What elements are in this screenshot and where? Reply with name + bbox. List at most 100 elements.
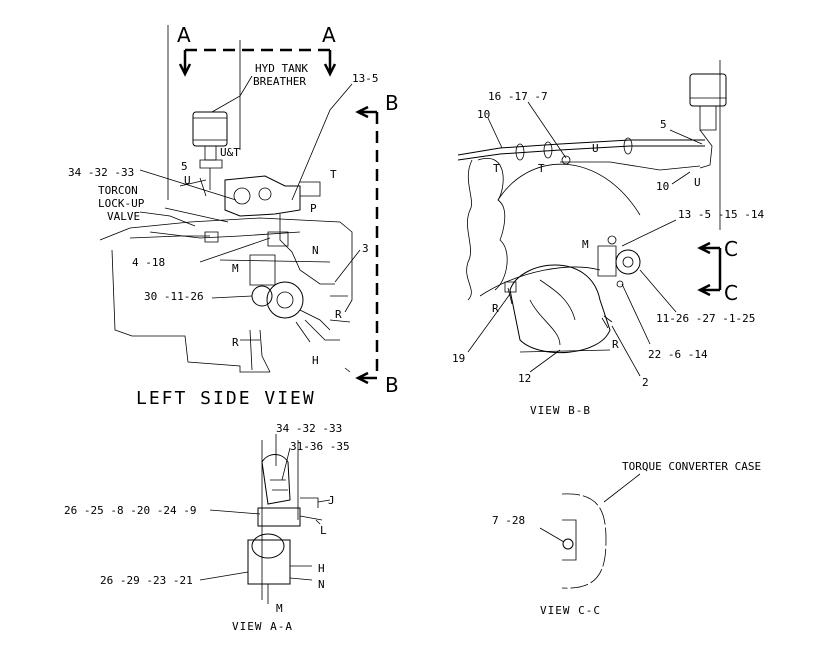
tube-t: [457, 145, 705, 161]
hyd-tank-label: HYD TANK: [255, 62, 308, 75]
ref-13-5-15-14: 13 -5 -15 -14: [678, 208, 764, 221]
valve-label: VALVE: [107, 210, 140, 223]
pump-housing: [251, 533, 285, 559]
leader-line: [179, 179, 207, 187]
line-tube: [129, 231, 219, 243]
label-m: M: [276, 602, 283, 615]
ref-5: 5: [660, 118, 667, 131]
leader-line: [621, 219, 677, 247]
label-r: R: [232, 336, 239, 349]
leader-line: [211, 295, 253, 299]
valve-port: [233, 187, 251, 205]
hose: [240, 329, 260, 371]
torcon-valve-body: [224, 175, 301, 217]
label-h: H: [318, 562, 325, 575]
section-b-top-mark: B: [385, 91, 399, 115]
view-cc-title: VIEW C-C: [540, 604, 601, 617]
ref-12: 12: [518, 372, 531, 385]
torque-converter-housing: [509, 264, 611, 354]
leader-line: [487, 117, 503, 149]
converter-case-outline: [561, 493, 607, 589]
valve-port: [258, 187, 272, 201]
leader-line: [281, 447, 291, 481]
leader-line: [527, 101, 567, 159]
label-h: H: [312, 354, 319, 367]
tank-fitting: [300, 181, 321, 197]
base-line: [519, 349, 611, 353]
breather-fitting: [199, 159, 223, 169]
leader-line: [467, 293, 511, 353]
leader-line: [639, 269, 677, 313]
label-m: M: [582, 238, 589, 251]
label-r: R: [335, 308, 342, 321]
leader-line: [315, 519, 321, 525]
leader-line: [603, 473, 641, 503]
bolt: [561, 155, 571, 165]
tube-lower: [560, 161, 701, 171]
valve-detail: [270, 479, 288, 491]
leader-line: [211, 75, 253, 113]
view-bb: C C 16 -17 -7 10 5 T T U U 10 13 -5 -15 …: [452, 60, 764, 417]
ref-34-32-33: 34 -32 -33: [68, 166, 134, 179]
leader-line: [529, 349, 561, 373]
leader-line: [669, 129, 703, 145]
leader-line: [611, 325, 641, 377]
section-c-bottom-arrow: [697, 283, 720, 297]
leader-line: [139, 169, 237, 201]
view-aa: 34 -32 -33 31-36 -35 26 -25 -8 -20 -24 -…: [64, 422, 350, 633]
section-a-right-arrow: [323, 50, 337, 77]
ref-10: 10: [656, 180, 669, 193]
view-bb-title: VIEW B-B: [530, 404, 591, 417]
section-a-right-mark: A: [322, 23, 336, 47]
housing-contour: [529, 279, 576, 346]
ref-7-28: 7 -28: [492, 514, 525, 527]
clip: [623, 137, 633, 155]
frame-line: [261, 440, 299, 600]
label-r: R: [492, 302, 499, 315]
section-c-bottom-mark: C: [724, 281, 738, 305]
leader-line: [199, 237, 271, 263]
ref-11-26-27-1-25: 11-26 -27 -1-25: [656, 312, 755, 325]
ref-30-11-26: 30 -11-26: [144, 290, 204, 303]
label-t: T: [493, 162, 500, 175]
pump-body: [247, 539, 291, 585]
ref-19: 19: [452, 352, 465, 365]
ref-5: 5: [181, 160, 188, 173]
leader-line: [621, 283, 651, 345]
pump-flange: [251, 285, 273, 307]
boss: [562, 519, 577, 561]
leader-line: [317, 499, 331, 503]
ref-34-32-33: 34 -32 -33: [276, 422, 342, 435]
tube-u: [457, 139, 705, 156]
section-c-top-mark: C: [724, 237, 738, 261]
section-c-top-arrow: [697, 241, 720, 255]
left-side-view: A A B B: [68, 23, 399, 409]
leader-line: [199, 571, 249, 581]
label-t: T: [538, 162, 545, 175]
lockup-label: LOCK-UP: [98, 197, 145, 210]
port-line: [267, 565, 313, 604]
spring: [601, 315, 613, 329]
bolt: [607, 235, 617, 245]
manifold-block: [249, 254, 276, 286]
fitting: [504, 281, 517, 305]
breather-neck: [690, 97, 726, 131]
label-u: U: [694, 176, 701, 189]
pump-port: [622, 256, 634, 268]
ref-2: 2: [642, 376, 649, 389]
ref-22-6-14: 22 -6 -14: [648, 348, 708, 361]
engine-outline: [477, 158, 508, 291]
leader-line: [164, 207, 229, 223]
ref-10: 10: [477, 108, 490, 121]
view-aa-title: VIEW A-A: [232, 620, 293, 633]
ref-31-36-35: 31-36 -35: [290, 440, 350, 453]
ref-16-17-7: 16 -17 -7: [488, 90, 548, 103]
breather-label: BREATHER: [253, 75, 306, 88]
breather-canister: [689, 73, 727, 107]
label-ut: U&T: [220, 146, 240, 159]
leader-line: [209, 509, 261, 515]
view-cc: TORQUE CONVERTER CASE 7 -28 VIEW C-C: [492, 460, 761, 617]
label-u: U: [184, 174, 191, 187]
pump-block: [597, 245, 617, 277]
